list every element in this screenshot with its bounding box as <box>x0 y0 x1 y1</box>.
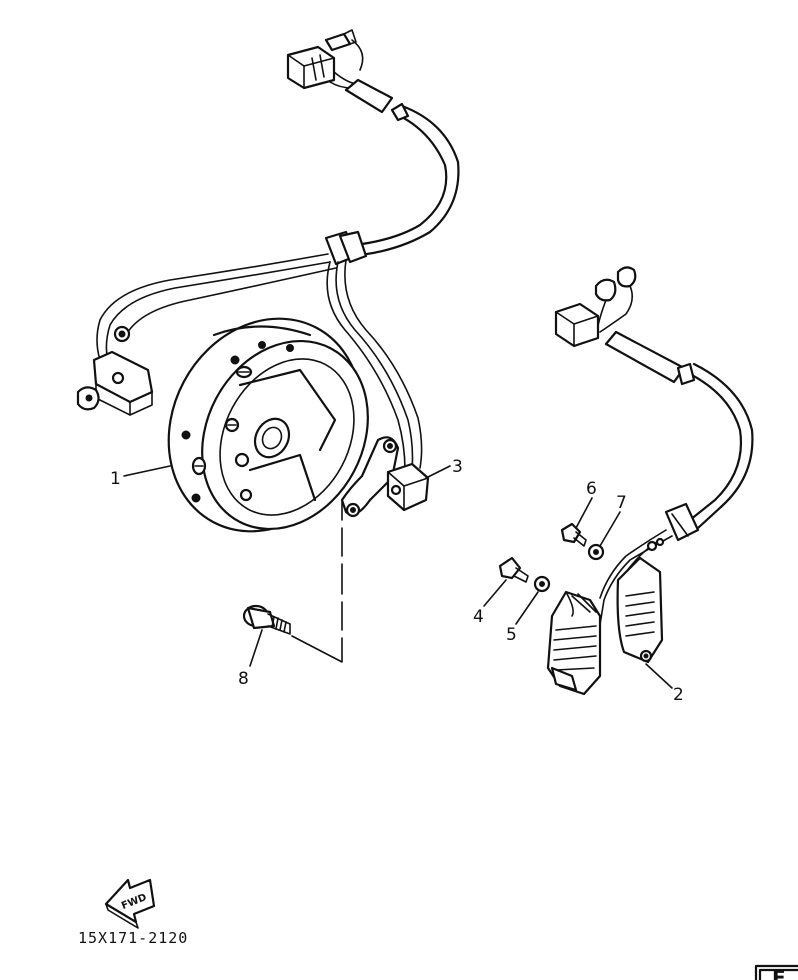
callout-3: 3 <box>452 457 463 477</box>
leader-3 <box>425 465 451 479</box>
stator-wire-harness <box>96 29 460 471</box>
callout-1: 1 <box>110 469 121 489</box>
leader-7 <box>599 511 621 547</box>
charge-coil-harness <box>554 266 754 649</box>
washer-5 <box>533 575 551 593</box>
callout-5: 5 <box>506 625 517 645</box>
diagram-code: 15X171-2120 <box>78 929 188 947</box>
leader-1 <box>123 465 171 477</box>
washer-7 <box>587 543 605 561</box>
leader-6 <box>575 497 593 529</box>
pickup-coil <box>340 436 430 518</box>
leader-8 <box>249 629 263 667</box>
leader-lines <box>123 465 673 689</box>
pickup-coil-left <box>76 325 154 416</box>
callout-7: 7 <box>616 493 627 513</box>
page-corner-tab: E <box>754 964 798 980</box>
bolt-8 <box>242 604 291 635</box>
fwd-arrow-icon: FWD <box>104 878 156 929</box>
callout-4: 4 <box>473 607 484 627</box>
corner-mark: E <box>772 966 786 980</box>
leader-2 <box>645 663 673 689</box>
screw-4 <box>498 556 529 583</box>
callout-6: 6 <box>586 479 597 499</box>
callout-2: 2 <box>673 685 684 705</box>
flywheel-rotor <box>167 317 369 533</box>
assembly-guide-line <box>291 499 343 663</box>
leader-5 <box>515 591 539 625</box>
charge-coil <box>546 556 664 696</box>
leader-4 <box>483 579 507 607</box>
screw-6 <box>560 522 587 547</box>
callout-8: 8 <box>238 669 249 689</box>
